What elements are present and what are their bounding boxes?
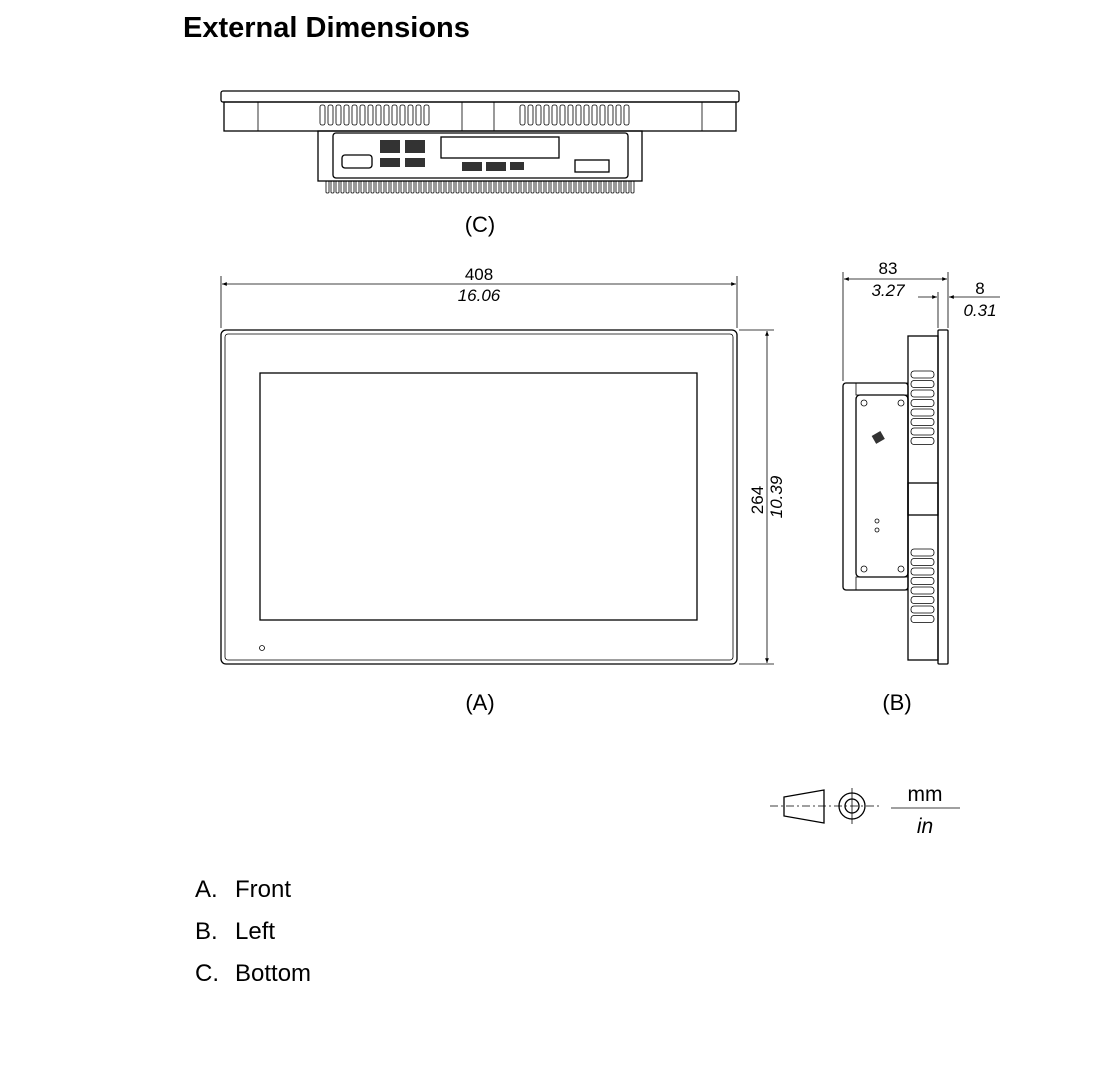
depth-mm: 83 (879, 259, 898, 278)
bottom-view: (C) (220, 90, 740, 237)
units-key: mm in (770, 783, 960, 838)
legend-item: B.Left (195, 918, 276, 945)
bezel-mm: 8 (975, 279, 984, 298)
left-view: 83 3.27 8 0.31 (B) (842, 259, 1000, 715)
bezel-in: 0.31 (963, 301, 996, 320)
height-in: 10.39 (767, 475, 786, 518)
unit-in: in (917, 815, 933, 838)
view-label-c: (C) (465, 212, 496, 237)
width-in: 16.06 (458, 286, 501, 305)
legend-item: A.Front (195, 876, 292, 903)
legend-item: C.Bottom (195, 960, 312, 987)
page-title: External Dimensions (183, 12, 470, 44)
third-angle-projection-icon (770, 788, 880, 824)
view-legend: A.Front B.Left C.Bottom (195, 876, 311, 1002)
view-label-b: (B) (882, 690, 911, 715)
width-mm: 408 (465, 265, 493, 284)
view-label-a: (A) (465, 690, 494, 715)
height-mm: 264 (748, 486, 767, 514)
depth-in: 3.27 (871, 281, 905, 300)
front-view: 408 16.06 264 10.39 (A) (220, 265, 786, 715)
unit-mm: mm (908, 783, 943, 806)
